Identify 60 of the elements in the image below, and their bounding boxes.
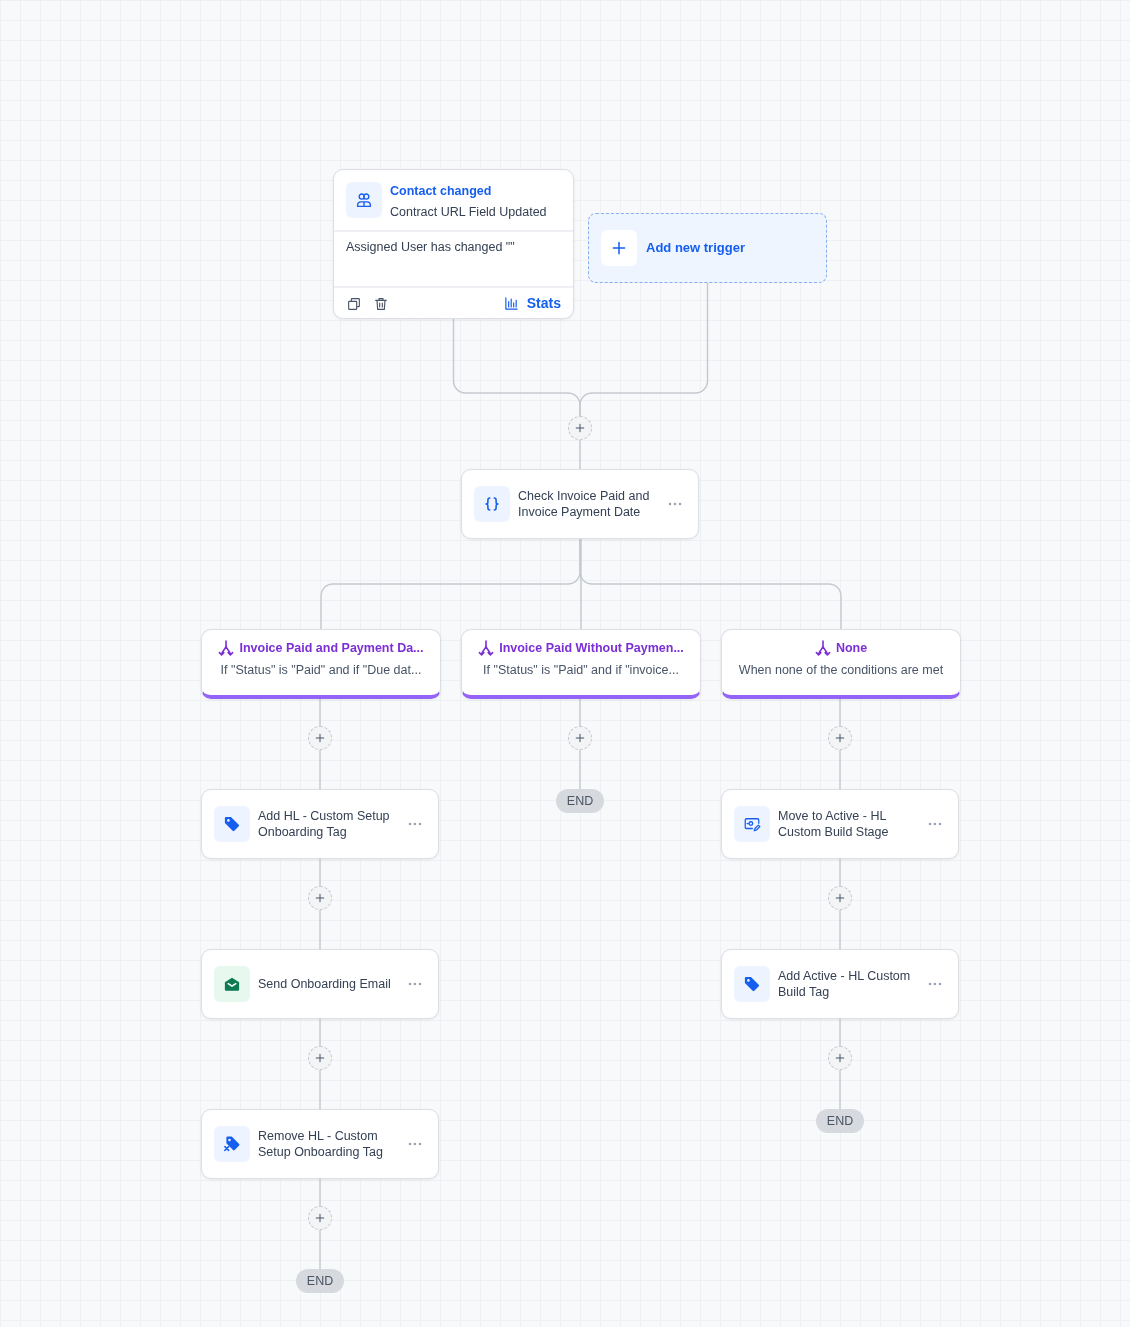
add-step-button: [308, 886, 332, 910]
action-label: Add HL - Custom Setup Onboarding Tag: [258, 808, 391, 840]
connector-line: [579, 439, 581, 470]
branch-title: Invoice Paid and Payment Da...: [239, 640, 424, 656]
condition-card: [461, 469, 699, 539]
end-marker: END: [556, 789, 604, 813]
connector-line: [839, 698, 841, 727]
connector-line: [839, 858, 841, 887]
trigger-subtitle: Contract URL Field Updated: [390, 204, 547, 220]
connector-line: [319, 1178, 321, 1207]
add-trigger-label: Add new trigger: [646, 240, 745, 256]
connector-line: [319, 858, 321, 887]
add-step-button: [828, 1046, 852, 1070]
condition-label: Check Invoice Paid and Invoice Payment Date: [518, 488, 651, 520]
end-marker: END: [296, 1269, 344, 1293]
action-card: [201, 949, 439, 1019]
action-label: Add Active - HL Custom Build Tag: [778, 968, 912, 1000]
connector-line: [839, 1069, 841, 1110]
connector-line: [579, 538, 842, 630]
action-label: Send Onboarding Email: [258, 976, 391, 992]
connector-line: [580, 538, 582, 630]
connector-line: [319, 749, 321, 790]
connector-line: [839, 909, 841, 950]
add-step-button: [828, 886, 852, 910]
action-label: Remove HL - Custom Setup Onboarding Tag: [258, 1128, 384, 1160]
branch-card: [201, 629, 441, 699]
trigger-title: Contact changed: [390, 183, 492, 199]
connector-line: [579, 698, 581, 727]
add-step-button: [308, 1046, 332, 1070]
connector-line: [839, 749, 841, 790]
connector-line: [839, 1018, 841, 1047]
branch-title: Invoice Paid Without Paymen...: [499, 640, 684, 656]
branch-description: If "Status" is "Paid" and if "Due dat...: [220, 662, 422, 678]
trigger-condition: Assigned User has changed "": [346, 239, 515, 255]
branch-description: When none of the conditions are met: [738, 662, 944, 678]
branch-card: [721, 629, 961, 699]
action-card: [201, 1109, 439, 1179]
add-step-button: [568, 416, 592, 440]
connector-line: [319, 909, 321, 950]
add-step-button: [828, 726, 852, 750]
connector-line: [319, 1018, 321, 1047]
branch-title: None: [835, 640, 868, 656]
action-card: [201, 789, 439, 859]
connector-line: [579, 749, 581, 790]
add-trigger-box: [588, 213, 827, 283]
branch-card: [461, 629, 701, 699]
connector-line: [319, 1229, 321, 1270]
add-step-button: [308, 726, 332, 750]
stats-link: Stats: [503, 294, 561, 312]
connector-line: [319, 1069, 321, 1110]
action-card: [721, 789, 959, 859]
add-step-button: [568, 726, 592, 750]
end-marker: END: [816, 1109, 864, 1133]
action-label: Move to Active - HL Custom Build Stage: [778, 808, 890, 840]
connector-line: [579, 282, 709, 417]
trigger-card: [333, 169, 574, 319]
connector-line: [319, 698, 321, 727]
add-step-button: [308, 1206, 332, 1230]
action-card: [721, 949, 959, 1019]
branch-description: If "Status" is "Paid" and if "invoice...: [483, 662, 679, 678]
